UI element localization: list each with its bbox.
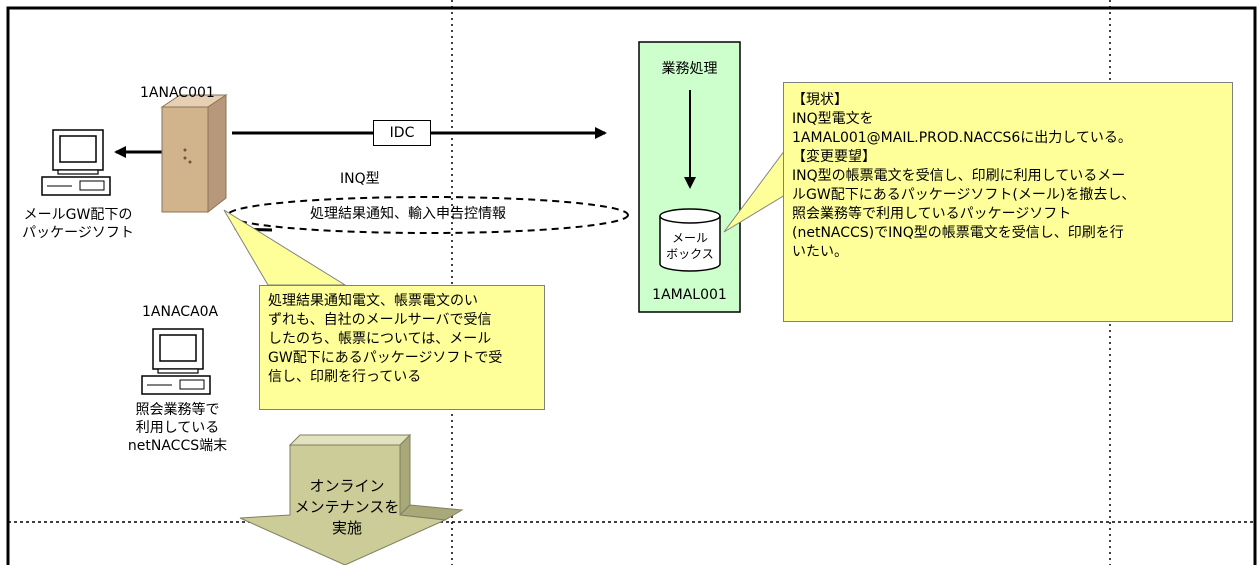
netnaccs-pc-icon [141,328,211,395]
note-left-line: 処理結果通知電文、帳票電文のい [268,293,478,309]
note-right-line: INQ型電文を [792,111,874,127]
big-arrow-line2: メンテナンスを [294,498,400,516]
mailbox-label-line2: ボックス [666,247,714,261]
mail-id-label: 1AMAL001 [652,287,727,303]
big-arrow-label: オンライン メンテナンスを 実施 [282,476,412,539]
idc-label: IDC [389,125,415,141]
terminal-label: 照会業務等で 利用している netNACCS端末 [105,401,250,455]
note-right: 【現状】 INQ型電文を 1AMAL001@MAIL.PROD.NACCS6に出… [783,82,1233,322]
gw-pc-label-line2: パッケージソフト [22,225,134,241]
note-left-line: GW配下にあるパッケージソフトで受 [268,350,503,366]
note-right-line: (netNACCS)でINQ型の帳票電文を受信し、印刷を行 [792,225,1124,241]
gw-pc-label-line1: メールGW配下の [23,207,133,223]
inq-flow-ellipse [227,196,629,234]
outer-frame [6,6,1257,565]
note-right-line: 1AMAL001@MAIL.PROD.NACCS6に出力している。 [792,130,1132,146]
note-left-line: ずれも、自社のメールサーバで受信 [268,312,492,328]
inq-label: INQ型 [340,171,380,187]
terminal-id-label: 1ANACA0A [142,304,219,320]
idc-box: IDC [373,120,431,146]
note-right-line: 【変更要望】 [792,149,876,165]
server-label: 1ANAC001 [140,85,215,101]
note-right-line: 【現状】 [792,92,848,108]
mailbox-label: メール ボックス [660,230,720,262]
note-right-line: いたい。 [792,244,848,260]
gw-pc-label: メールGW配下の パッケージソフト [8,206,148,242]
note-left-line: したのち、帳票については、メール [268,331,492,347]
server-tower-icon [160,94,228,214]
process-label: 業務処理 [661,61,718,77]
gw-pc-icon [41,129,111,196]
note-right-line: ルGW配下にあるパッケージソフト(メール)を撤去し、 [792,187,1136,203]
terminal-label-line2: 利用している [135,420,220,436]
flow-ellipse-label: 処理結果通知、輸入申告控情報 [310,206,506,222]
online-maintenance-arrow [239,433,464,565]
big-arrow-line3: 実施 [331,519,362,537]
note-left-line: 信し、印刷を行っている [268,369,422,385]
big-arrow-line1: オンライン [309,477,385,495]
mailbox-label-line1: メール [671,231,708,245]
mailbox-cylinder [659,208,721,272]
note-right-line: 照会業務等で利用しているパッケージソフト [792,206,1072,222]
terminal-label-line1: 照会業務等で [135,402,220,418]
terminal-label-line3: netNACCS端末 [127,438,228,454]
note-right-line: INQ型の帳票電文を受信し、印刷に利用しているメー [792,168,1126,184]
note-left: 処理結果通知電文、帳票電文のい ずれも、自社のメールサーバで受信 したのち、帳票… [259,285,545,410]
